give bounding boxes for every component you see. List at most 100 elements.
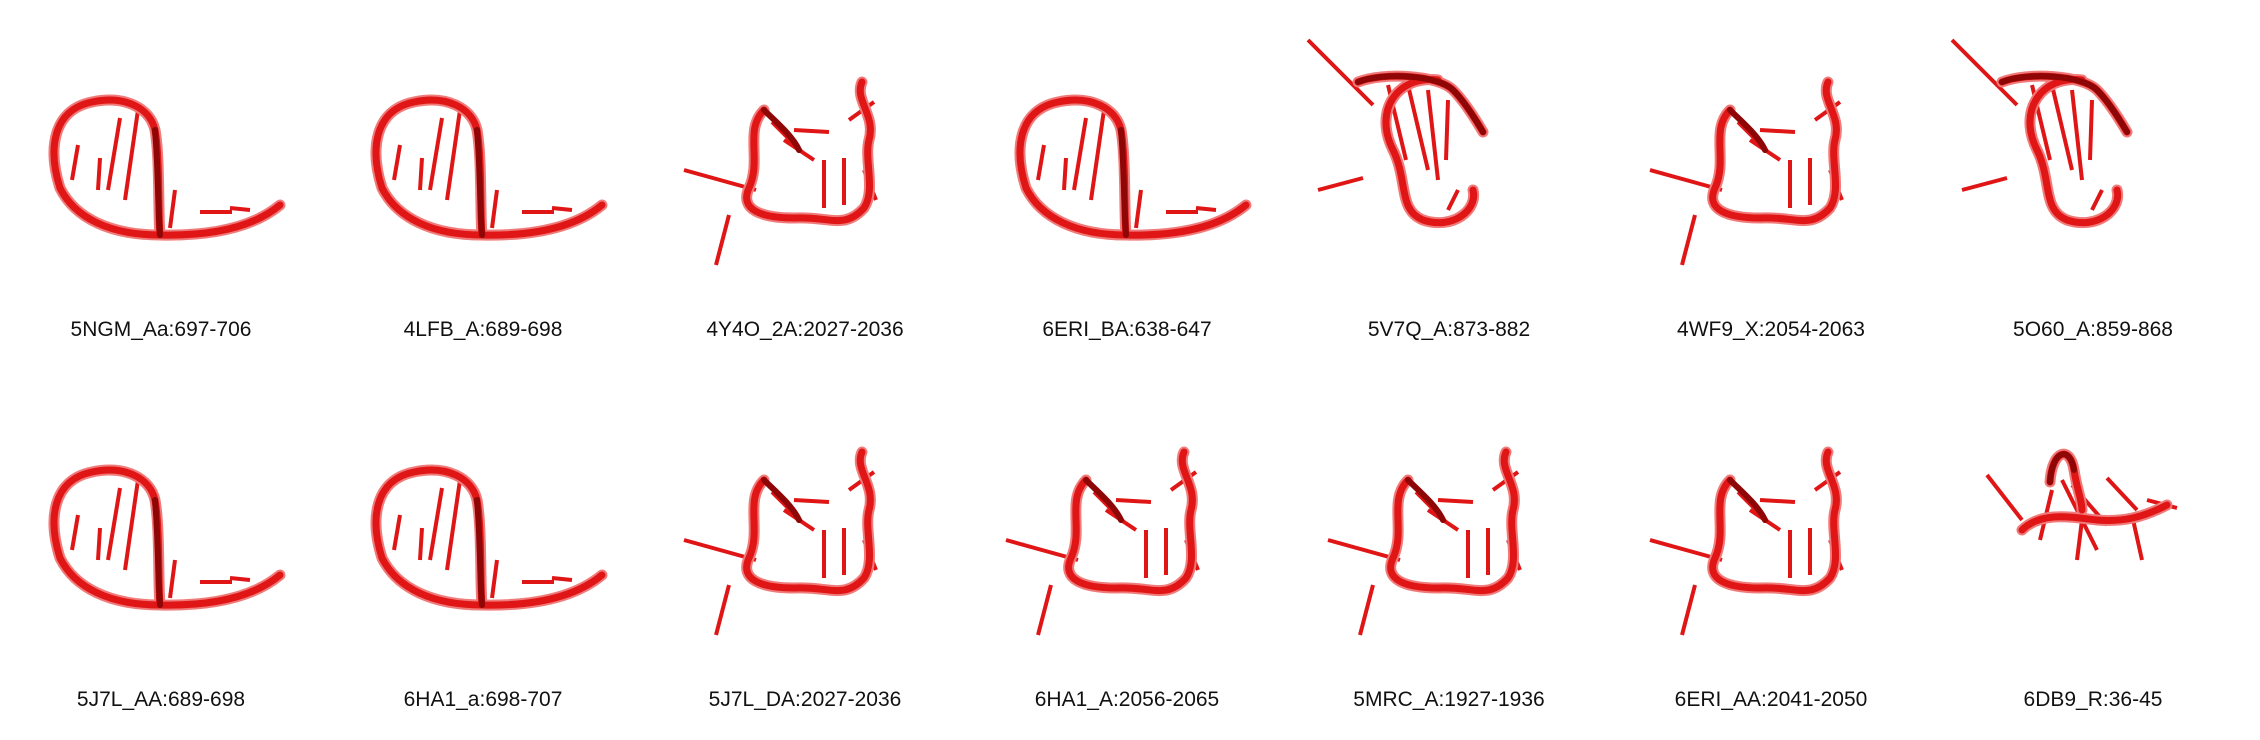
- base-stick: [1134, 189, 1143, 229]
- backbone-highlight: [152, 497, 163, 608]
- structure-cell: 4Y4O_2A:2027-2036: [644, 0, 966, 370]
- base-stick: [551, 206, 573, 212]
- structure-label: 5O60_A:859-868: [2013, 318, 2173, 341]
- base-stick: [2105, 476, 2139, 512]
- rna-fragment-rendering: [683, 76, 878, 266]
- structure-cell: 6DB9_R:36-45: [1932, 370, 2254, 740]
- structure-cell: 4LFB_A:689-698: [322, 0, 644, 370]
- structure-label: 6HA1_A:2056-2065: [1034, 688, 1220, 711]
- rna-fragment-rendering: [1005, 446, 1200, 636]
- backbone-tube: [50, 466, 284, 609]
- backbone-highlight: [1999, 73, 2130, 135]
- base-stick: [793, 498, 830, 504]
- base-stick: [428, 117, 444, 191]
- backbone-highlight: [2047, 451, 2077, 485]
- backbone-shadow: [741, 446, 876, 596]
- backbone-tube: [743, 78, 874, 224]
- backbone-highlight: [152, 127, 163, 238]
- base-stick: [490, 189, 499, 229]
- backbone-tube: [743, 448, 874, 594]
- base-stick: [106, 117, 122, 191]
- base-stick: [1985, 473, 2024, 522]
- backbone-shadow: [741, 76, 876, 226]
- rna-fragment-rendering: [683, 446, 878, 636]
- rna-fragment-rendering: [48, 94, 286, 241]
- base-stick: [1759, 128, 1796, 134]
- base-stick: [229, 206, 251, 212]
- structure-label: 5MRC_A:1927-1936: [1353, 688, 1545, 711]
- base-stick: [418, 527, 424, 561]
- base-stick: [168, 189, 177, 229]
- rna-fragment-rendering: [48, 464, 286, 611]
- structure-cell: 6ERI_BA:638-647: [966, 0, 1288, 370]
- base-stick: [1195, 206, 1217, 212]
- base-stick: [70, 144, 80, 181]
- base-stick: [490, 559, 499, 599]
- base-stick: [1437, 498, 1474, 504]
- backbone-highlight: [1727, 107, 1768, 153]
- base-stick: [1680, 214, 1697, 266]
- backbone-tube: [1016, 96, 1250, 239]
- structure-label: 5J7L_AA:689-698: [76, 688, 246, 711]
- backbone-shadow: [1707, 76, 1842, 226]
- backbone-shadow: [1707, 446, 1842, 596]
- rna-fragment-rendering: [1014, 94, 1252, 241]
- base-stick: [1072, 117, 1088, 191]
- base-stick: [1961, 176, 2008, 192]
- structure-label: 6ERI_AA:2041-2050: [1674, 688, 1868, 711]
- structure-label: 4LFB_A:689-698: [403, 318, 563, 341]
- base-stick: [428, 487, 444, 561]
- rna-fragment-rendering: [1950, 38, 2133, 229]
- base-stick: [1446, 189, 1460, 211]
- rna-fragment-rendering: [370, 464, 608, 611]
- base-stick: [1680, 584, 1697, 636]
- base-stick: [2088, 99, 2094, 161]
- structure-label: 5V7Q_A:873-882: [1367, 318, 1531, 341]
- rna-fragment-rendering: [1306, 38, 1489, 229]
- base-stick: [168, 559, 177, 599]
- backbone-tube: [1354, 72, 1487, 227]
- base-stick: [445, 479, 462, 571]
- structure-cell: 5MRC_A:1927-1936: [1288, 370, 1610, 740]
- base-stick: [1759, 498, 1796, 504]
- rna-fragment-rendering: [1327, 446, 1522, 636]
- base-stick: [1062, 157, 1068, 191]
- structure-cell: 5J7L_AA:689-698: [0, 370, 322, 740]
- base-stick: [1306, 38, 1375, 107]
- structure-cell: 5J7L_DA:2027-2036: [644, 370, 966, 740]
- base-stick: [1426, 89, 1440, 181]
- base-stick: [229, 576, 251, 582]
- base-stick: [106, 487, 122, 561]
- backbone-tube: [1065, 448, 1196, 594]
- base-stick: [714, 214, 731, 266]
- base-stick: [123, 479, 140, 571]
- backbone-highlight: [1083, 477, 1124, 523]
- backbone-shadow: [1385, 446, 1520, 596]
- backbone-tube: [372, 466, 606, 609]
- base-stick: [2075, 519, 2084, 561]
- backbone-highlight: [1118, 127, 1129, 238]
- base-stick: [1115, 498, 1152, 504]
- structure-label: 5J7L_DA:2027-2036: [708, 688, 902, 711]
- base-stick: [1036, 144, 1046, 181]
- base-stick: [1358, 584, 1375, 636]
- structure-label: 6DB9_R:36-45: [2023, 688, 2163, 711]
- base-stick: [1950, 38, 2019, 107]
- backbone-highlight: [1405, 477, 1446, 523]
- backbone-highlight: [1355, 73, 1486, 135]
- base-stick: [392, 144, 402, 181]
- base-stick: [551, 576, 573, 582]
- base-stick: [96, 157, 102, 191]
- base-stick: [1089, 109, 1106, 201]
- base-stick: [1317, 176, 1364, 192]
- structure-label: 4WF9_X:2054-2063: [1677, 318, 1865, 341]
- structure-cell: 6ERI_AA:2041-2050: [1610, 370, 1932, 740]
- backbone-tube: [372, 96, 606, 239]
- backbone-highlight: [1727, 477, 1768, 523]
- base-stick: [1444, 99, 1450, 161]
- backbone-highlight: [761, 107, 802, 153]
- backbone-shadow: [1063, 446, 1198, 596]
- backbone-tube: [1387, 448, 1518, 594]
- rna-fragment-rendering: [1649, 76, 1844, 266]
